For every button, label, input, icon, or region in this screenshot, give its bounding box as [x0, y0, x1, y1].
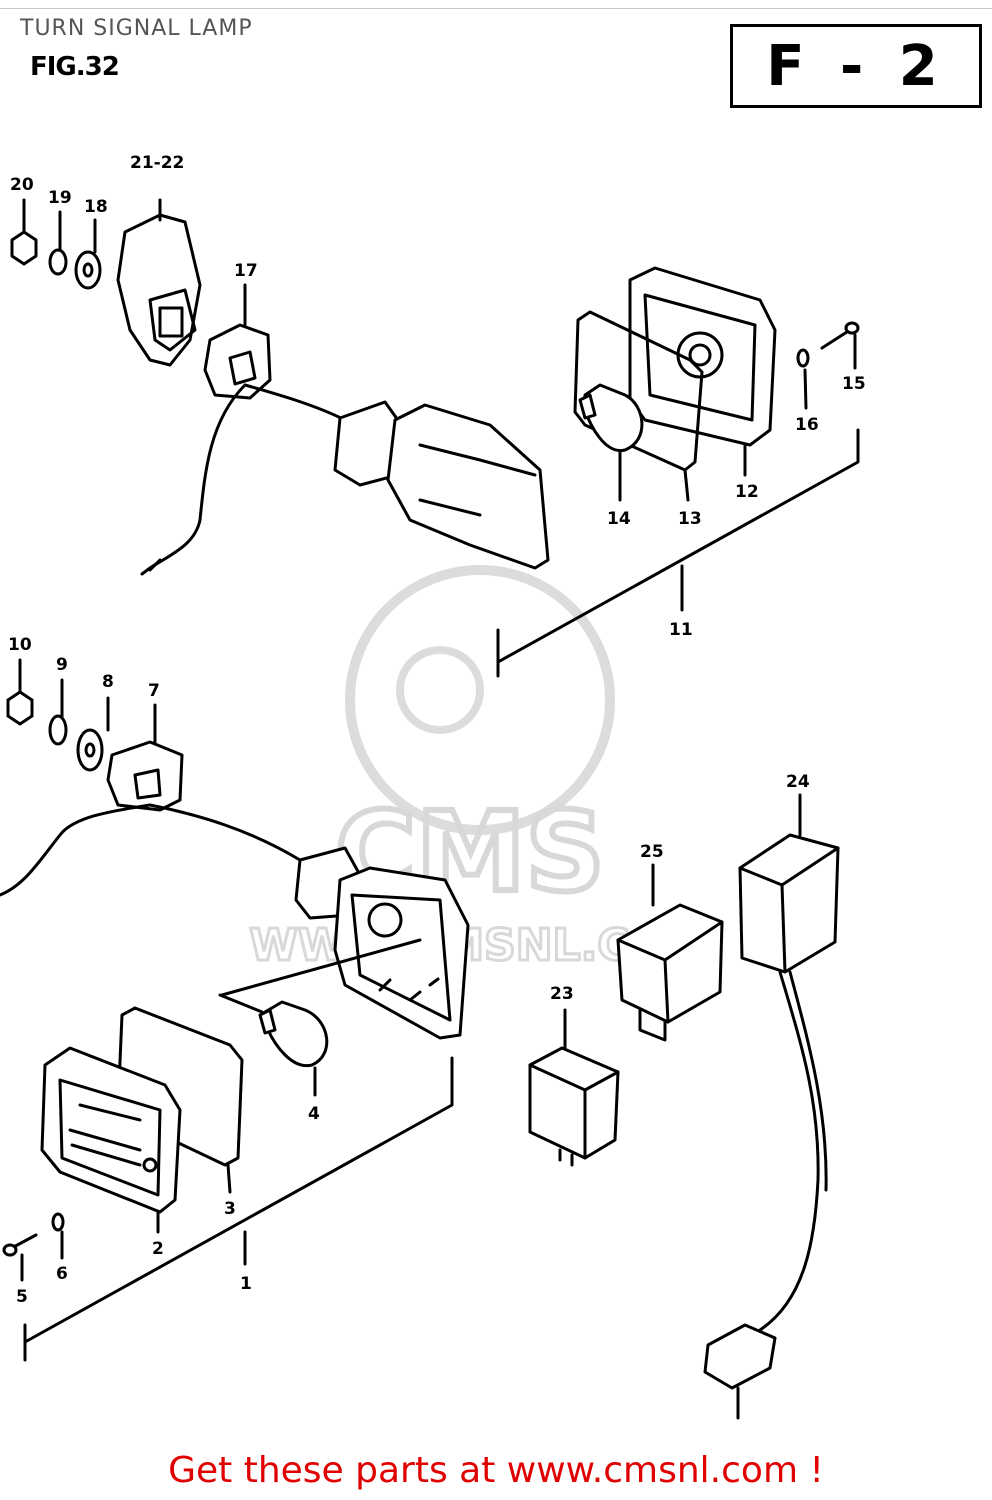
callout-3: 3 — [224, 1199, 236, 1219]
lower-lens-part — [40, 1046, 182, 1234]
callout-17: 17 — [234, 261, 258, 281]
callout-8: 8 — [102, 672, 114, 692]
callout-24: 24 — [786, 772, 810, 792]
upper-screw-part — [796, 321, 860, 410]
wire — [148, 383, 247, 570]
relay-23-part — [528, 1008, 620, 1167]
relay-24-part — [703, 793, 840, 1420]
bracket-part — [116, 198, 202, 367]
washer-part — [48, 210, 102, 290]
lower-wire — [0, 803, 152, 897]
footer-promo-text[interactable]: Get these parts at www.cmsnl.com ! — [168, 1450, 824, 1491]
nut-part — [10, 198, 38, 266]
page-title: TURN SIGNAL LAMP — [20, 16, 253, 41]
lower-washer-part — [48, 678, 110, 772]
callout-18: 18 — [84, 197, 108, 217]
callouts: 20 19 18 21-22 17 15 16 12 14 13 11 10 9… — [8, 153, 866, 1307]
section-code-box: F - 2 — [730, 24, 982, 108]
callout-25: 25 — [640, 842, 664, 862]
lower-grommet-part — [106, 703, 184, 812]
upper-lens-part — [628, 266, 777, 477]
figure-label: FIG.32 — [30, 52, 120, 82]
callout-13: 13 — [678, 509, 702, 529]
lower-nut-part — [6, 658, 34, 726]
callout-4: 4 — [308, 1104, 320, 1124]
relay-25-part — [616, 863, 724, 1042]
upper-lamp-housing — [333, 400, 550, 570]
upper-gasket-part — [573, 310, 704, 502]
callout-12: 12 — [735, 482, 759, 502]
callout-6: 6 — [56, 1264, 68, 1284]
top-rule — [0, 8, 992, 9]
callout-20: 20 — [10, 175, 34, 195]
callout-5: 5 — [16, 1287, 28, 1307]
callout-15: 15 — [842, 374, 866, 394]
lower-assembly-bracket-line — [23, 1056, 454, 1362]
lower-screw-part — [2, 1212, 65, 1282]
callout-2: 2 — [152, 1239, 164, 1259]
callout-19: 19 — [48, 188, 72, 208]
callout-10: 10 — [8, 635, 32, 655]
callout-16: 16 — [795, 415, 819, 435]
watermark: CMS WWW.CMSNL.COM — [248, 565, 712, 973]
upper-assembly-bracket-line — [496, 428, 860, 678]
relay-24-harness — [758, 970, 820, 1332]
callout-11: 11 — [669, 620, 693, 640]
grommet-part — [203, 283, 272, 400]
watermark-mascot — [345, 565, 615, 835]
callout-21-22: 21-22 — [130, 153, 184, 173]
callout-1: 1 — [240, 1274, 252, 1294]
callout-14: 14 — [607, 509, 631, 529]
callout-23: 23 — [550, 984, 574, 1004]
callout-9: 9 — [56, 655, 68, 675]
upper-bulb-part — [578, 383, 644, 502]
callout-7: 7 — [148, 681, 160, 701]
lower-bulb-part — [218, 938, 422, 1097]
